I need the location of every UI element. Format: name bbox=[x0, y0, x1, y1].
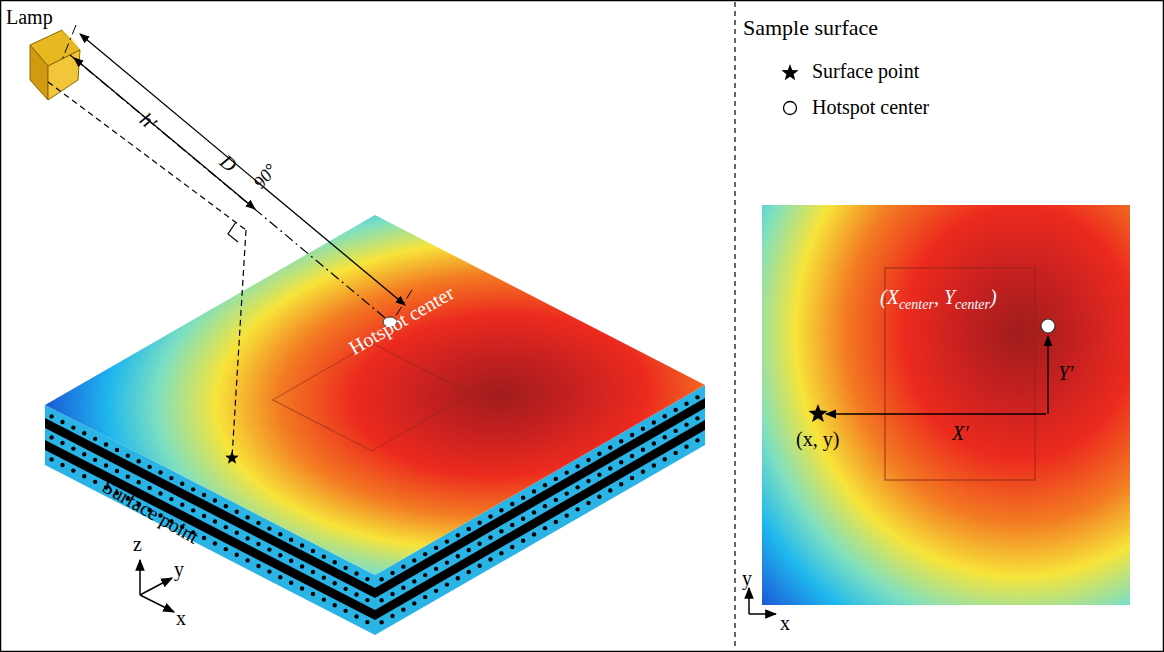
lamp-axis bbox=[70, 55, 390, 322]
right-angle-mark bbox=[228, 222, 238, 242]
subscript: center bbox=[955, 297, 990, 312]
axes bbox=[749, 588, 776, 614]
legend-star bbox=[781, 64, 798, 80]
legend-text: Surface point bbox=[812, 60, 919, 82]
angle-label: 90° bbox=[250, 161, 281, 193]
divider bbox=[734, 2, 735, 650]
axis-label: x bbox=[780, 612, 790, 634]
dashed-line bbox=[48, 82, 246, 230]
hotspot-marker bbox=[1041, 319, 1055, 333]
extension-line bbox=[62, 25, 76, 60]
axis-label: x bbox=[176, 607, 186, 629]
point-label: (x, y) bbox=[796, 428, 839, 450]
axis-label: y bbox=[174, 558, 184, 580]
coordinate-label: (Xcenter, Ycenter) bbox=[880, 286, 997, 312]
surface-point-marker bbox=[225, 451, 238, 464]
coordinate-part: ) bbox=[990, 286, 997, 308]
inner-square bbox=[885, 268, 1035, 480]
dimension-arrow bbox=[74, 58, 255, 209]
heatmap-top bbox=[45, 215, 705, 575]
lamp bbox=[30, 30, 80, 100]
heatmap-surface bbox=[762, 205, 1130, 605]
offset-label: Y′ bbox=[1058, 362, 1074, 384]
surface-point-marker bbox=[809, 404, 828, 422]
legend-circle bbox=[784, 102, 797, 115]
dimension-arrow bbox=[80, 34, 405, 305]
axis-label: y bbox=[742, 567, 752, 589]
inner-square bbox=[273, 343, 471, 451]
dimension-label: D bbox=[216, 150, 241, 176]
panel-title: Sample surface bbox=[743, 16, 878, 40]
offset-label: X′ bbox=[952, 422, 969, 444]
axis-label: z bbox=[133, 533, 142, 555]
legend-text: Hotspot center bbox=[812, 96, 929, 118]
coordinate-part: , Y bbox=[934, 286, 955, 308]
coordinate-part: (X bbox=[880, 286, 899, 308]
axes bbox=[140, 560, 174, 612]
part-name: Lamp bbox=[6, 6, 53, 28]
offset-arrow bbox=[1047, 336, 1048, 414]
offset-arrow bbox=[826, 413, 1046, 414]
dashed-line bbox=[232, 230, 246, 458]
subscript: center bbox=[899, 297, 934, 312]
